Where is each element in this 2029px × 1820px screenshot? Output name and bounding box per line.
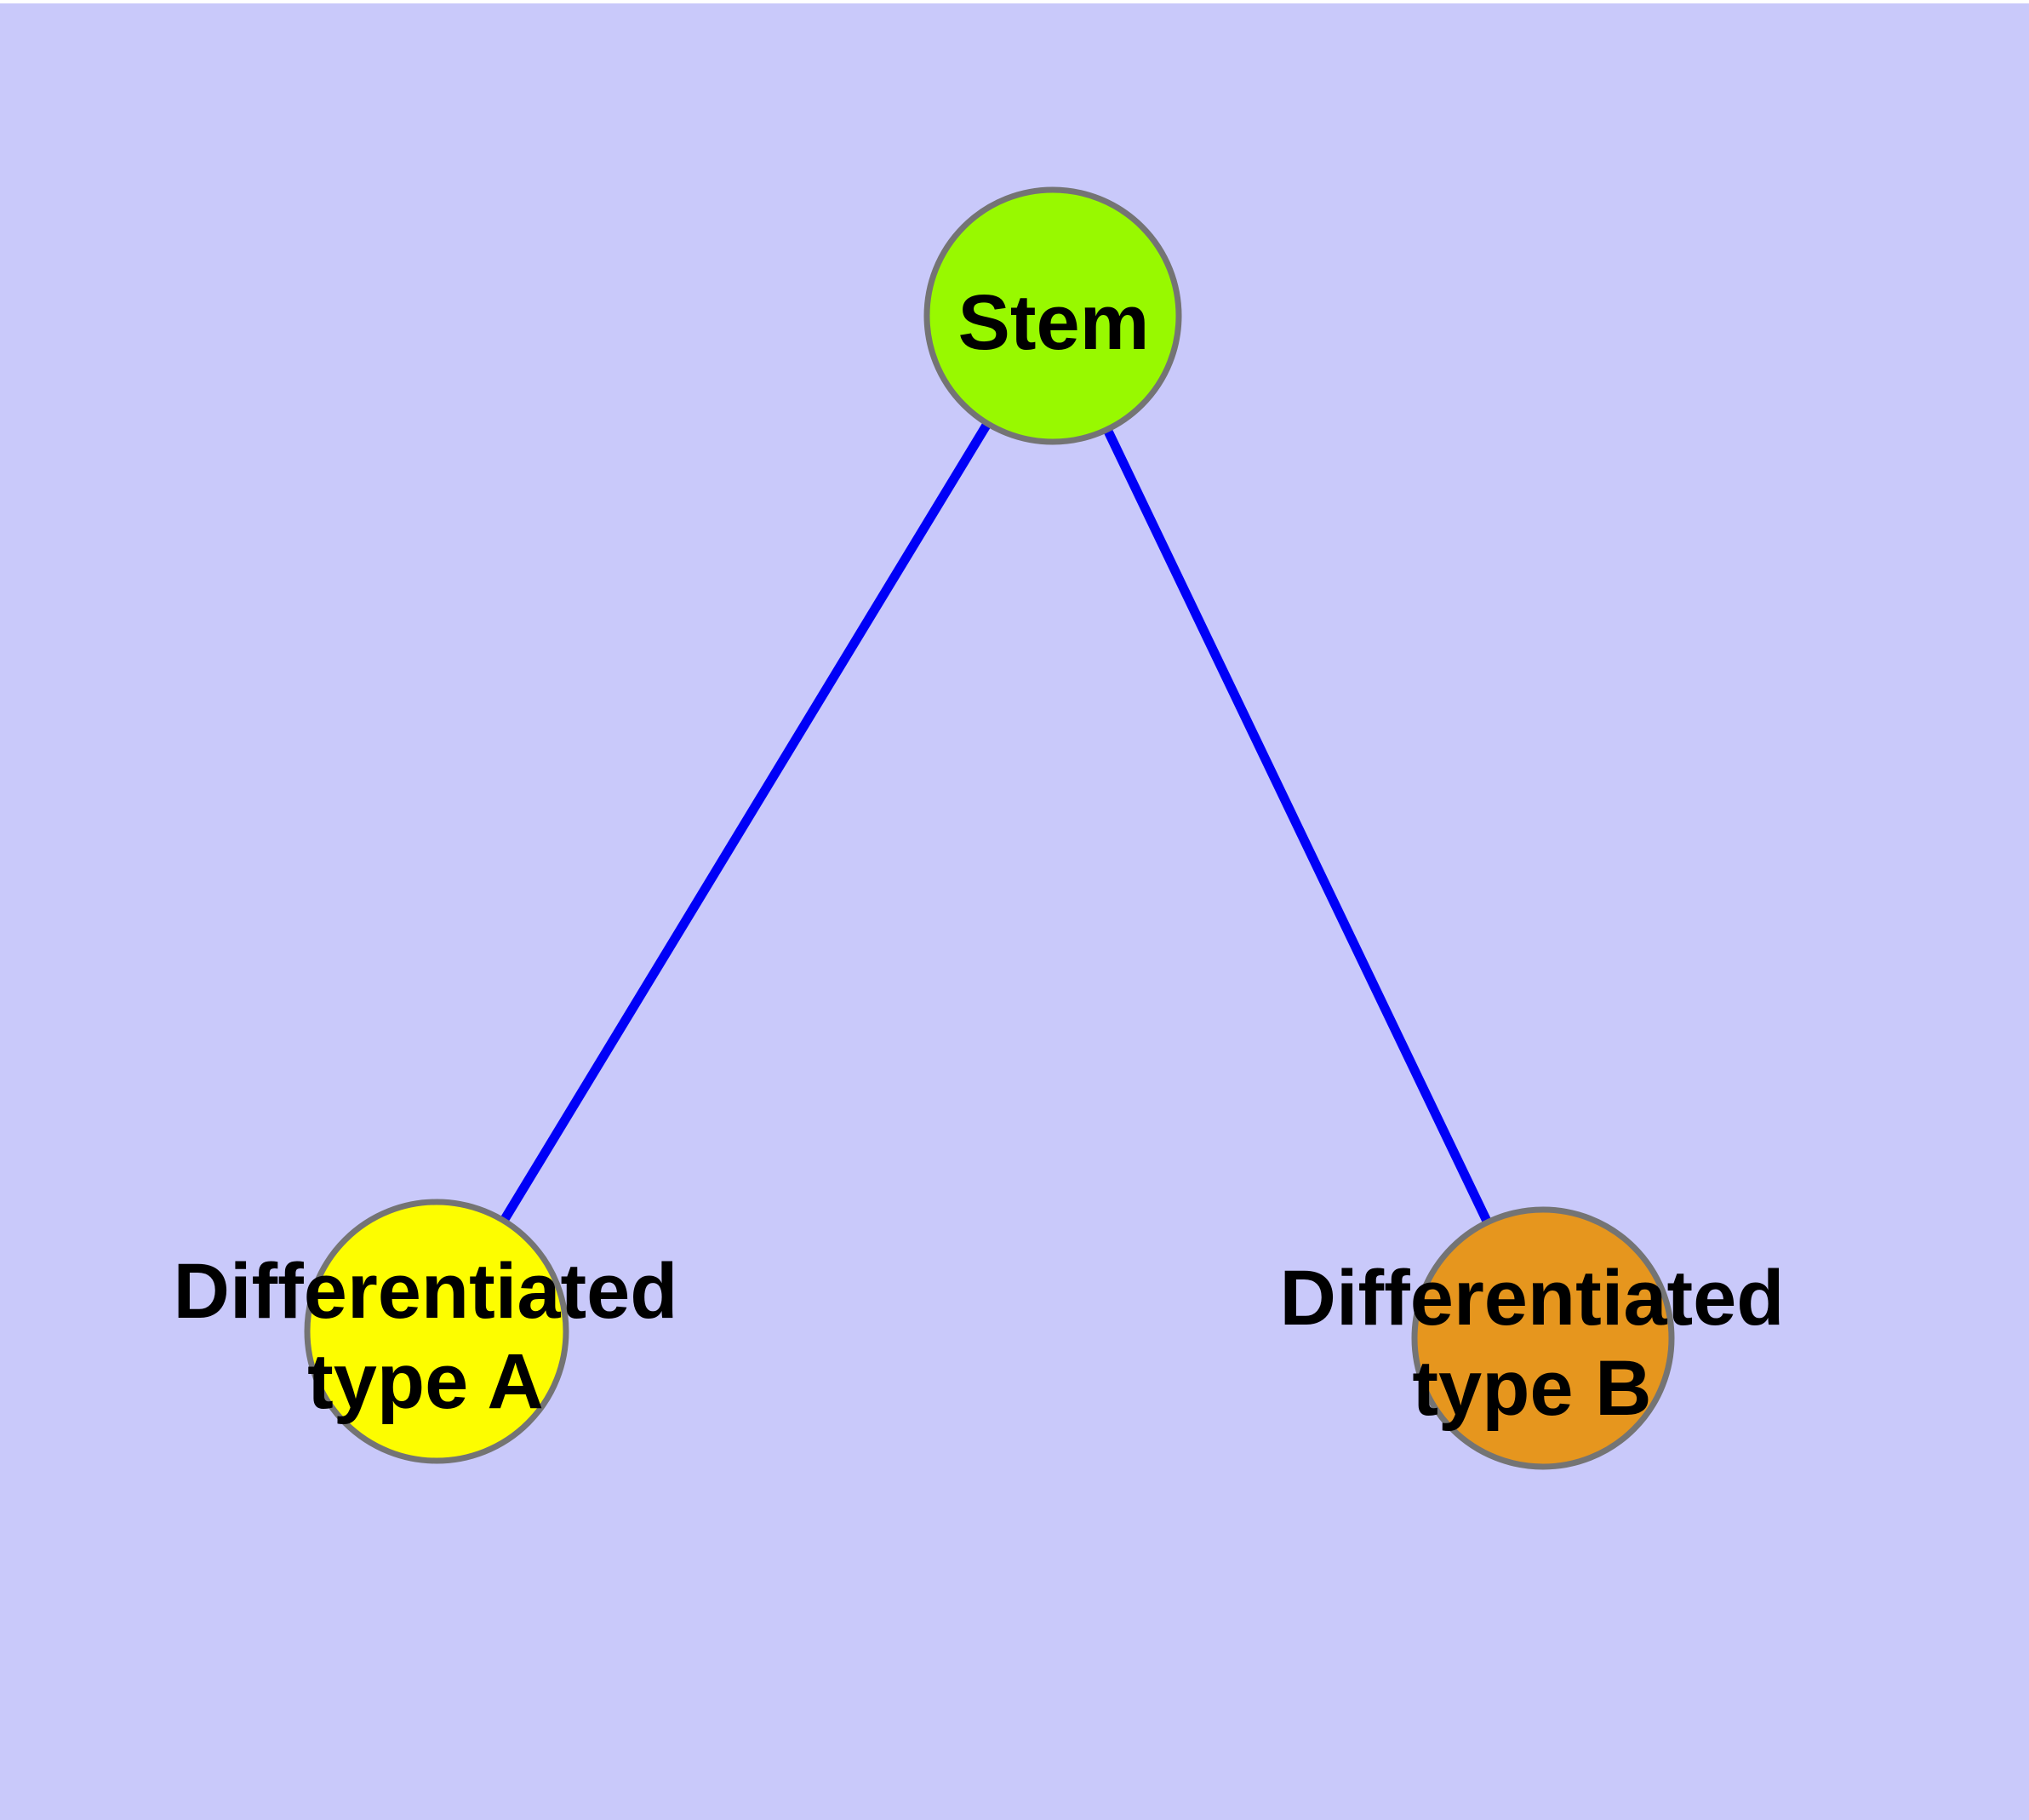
node-type-b-label-line2: type B bbox=[1412, 1345, 1651, 1432]
node-stem-label: Stem bbox=[958, 279, 1150, 366]
node-type-a-label-line1: Differentiated bbox=[174, 1248, 678, 1335]
node-stem-circle bbox=[923, 186, 1182, 445]
top-border-strip bbox=[0, 0, 2029, 3]
node-type-b-label-line1: Differentiated bbox=[1280, 1255, 1785, 1342]
edge-stem-to-type-a bbox=[432, 313, 1057, 1334]
edge-stem-to-type-b bbox=[1049, 313, 1547, 1341]
node-type-b-circle bbox=[1411, 1206, 1675, 1470]
node-type-a-circle bbox=[304, 1199, 569, 1464]
node-type-a-label-line2: type A bbox=[307, 1338, 544, 1425]
